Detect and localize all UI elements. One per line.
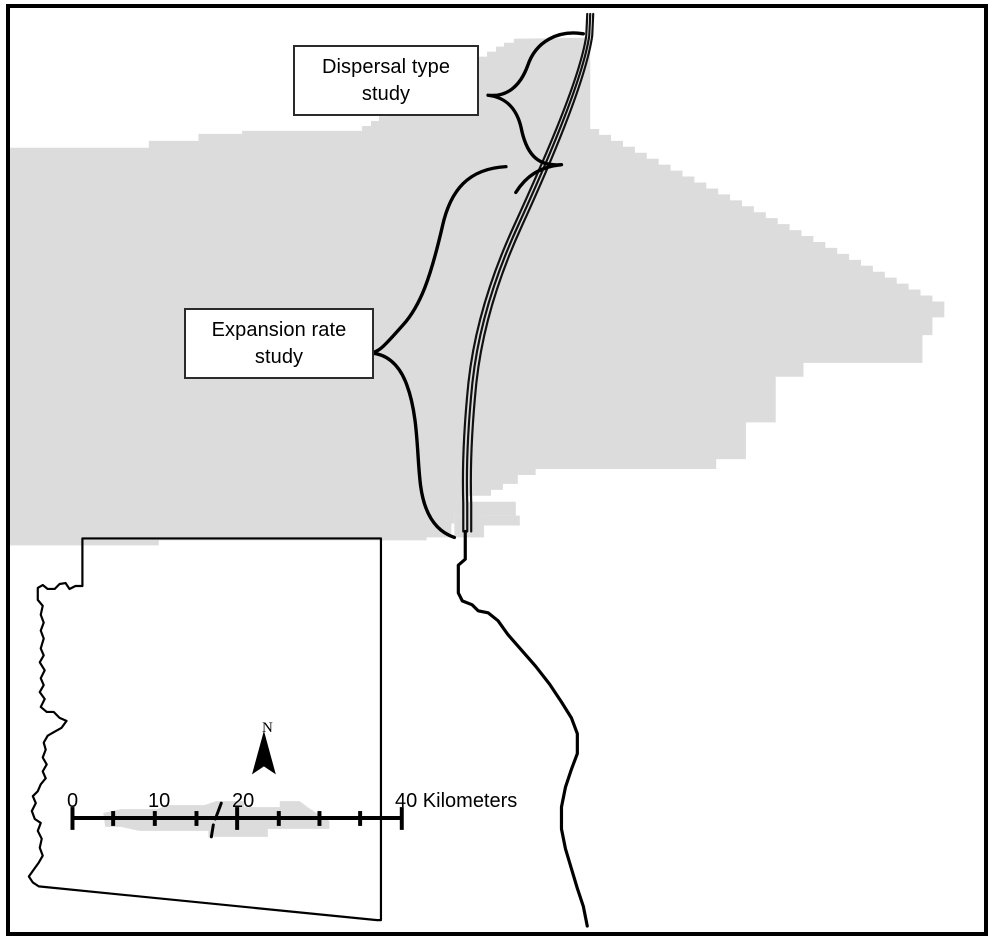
highway-line-east [469, 12, 595, 533]
scale-label-40-kilometers: 40 Kilometers [395, 790, 518, 812]
highway-line-center [465, 12, 592, 533]
scale-bar [70, 807, 404, 830]
callout-expansion-rate-study: Expansion rate study [184, 308, 374, 379]
highway-line-west [461, 12, 589, 533]
study-area-layer [10, 37, 945, 546]
study-area-patch-c [468, 515, 520, 526]
scale-label-10: 10 [148, 790, 171, 812]
north-arrow-label: N [262, 720, 273, 736]
brace-dispersal [486, 31, 585, 195]
scale-label-20: 20 [232, 790, 255, 812]
highway-corridor-layer [461, 12, 595, 533]
arizona-inset [27, 537, 383, 922]
north-arrow-glyph [252, 730, 276, 775]
north-arrow [252, 730, 276, 775]
map-graphic [10, 12, 945, 928]
south-boundary-line [456, 529, 589, 928]
map-frame: Dispersal type study Expansion rate stud… [6, 4, 988, 936]
callout-dispersal-type-study: Dispersal type study [293, 45, 479, 116]
arizona-outline [27, 537, 383, 922]
boundary-layer [456, 529, 589, 928]
scale-label-0: 0 [67, 790, 79, 812]
study-area-polygon [10, 37, 945, 546]
study-area-patch-a [454, 501, 516, 516]
